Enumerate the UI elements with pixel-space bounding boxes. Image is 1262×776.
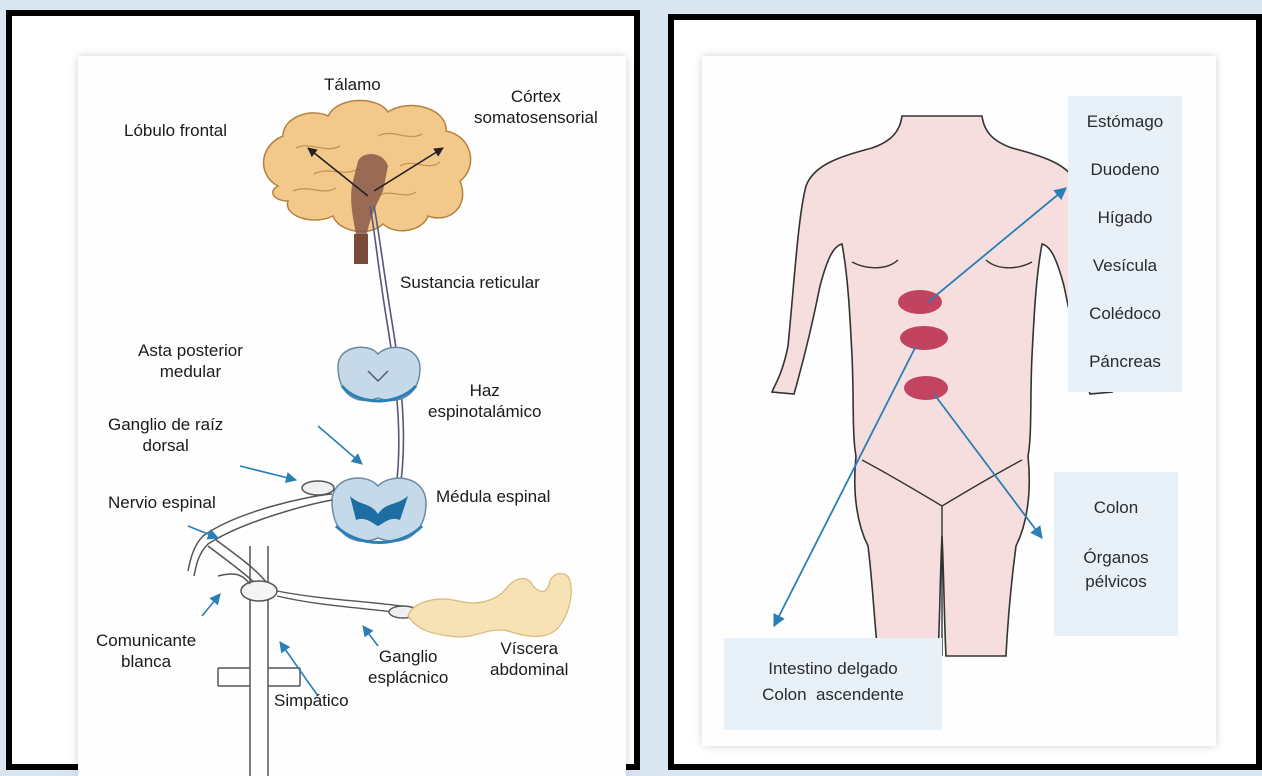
organ-colon: Colon — [1054, 498, 1178, 518]
lower-organs-box: Colon Órganos pélvicos — [1054, 472, 1178, 636]
label-cortex: Córtex somatosensorial — [474, 86, 598, 128]
sympathetic-chain — [218, 546, 300, 776]
left-panel: Tálamo Córtex somatosensorial Lóbulo fro… — [6, 10, 640, 770]
organ-estomago: Estómago — [1068, 112, 1182, 132]
upper-organs-box: Estómago Duodeno Hígado Vesícula Colédoc… — [1068, 96, 1182, 392]
label-ganglio-esplacnico: Ganglio esplácnico — [368, 646, 448, 688]
intestine-box: Intestino delgado Colon ascendente — [724, 638, 942, 730]
label-comunicante-blanca: Comunicante blanca — [96, 630, 196, 672]
lower-cord-section — [332, 478, 426, 542]
organ-vesicula: Vesícula — [1068, 256, 1182, 276]
label-viscera-abdominal: Víscera abdominal — [490, 638, 568, 680]
label-sustancia-reticular: Sustancia reticular — [400, 272, 540, 293]
label-lobulo-frontal: Lóbulo frontal — [124, 120, 227, 141]
organ-higado: Hígado — [1068, 208, 1182, 228]
label-asta-posterior: Asta posterior medular — [138, 340, 243, 382]
pain-pathway-diagram: Tálamo Córtex somatosensorial Lóbulo fro… — [78, 56, 626, 776]
brain — [264, 100, 471, 264]
label-ganglio-raiz-dorsal: Ganglio de raíz dorsal — [108, 414, 223, 456]
organ-coledoco: Colédoco — [1068, 304, 1182, 324]
organ-pancreas: Páncreas — [1068, 352, 1182, 372]
organ-duodeno: Duodeno — [1068, 160, 1182, 180]
annotation-arrows — [188, 426, 378, 696]
upper-cord-section — [338, 347, 420, 401]
organ-pelvicos: Órganos pélvicos — [1054, 546, 1178, 594]
referred-pain-diagram: Estómago Duodeno Hígado Vesícula Colédoc… — [702, 56, 1216, 746]
label-medula-espinal: Médula espinal — [436, 486, 550, 507]
label-simpatico: Simpático — [274, 690, 349, 711]
label-talamo: Tálamo — [324, 74, 381, 95]
label-intestino: Intestino delgado Colon ascendente — [724, 656, 942, 708]
label-nervio-espinal: Nervio espinal — [108, 492, 216, 513]
label-haz-espinotalamico: Haz espinotalámico — [428, 380, 541, 422]
right-panel: Estómago Duodeno Hígado Vesícula Colédoc… — [668, 14, 1262, 770]
abdominal-viscera — [408, 574, 571, 638]
